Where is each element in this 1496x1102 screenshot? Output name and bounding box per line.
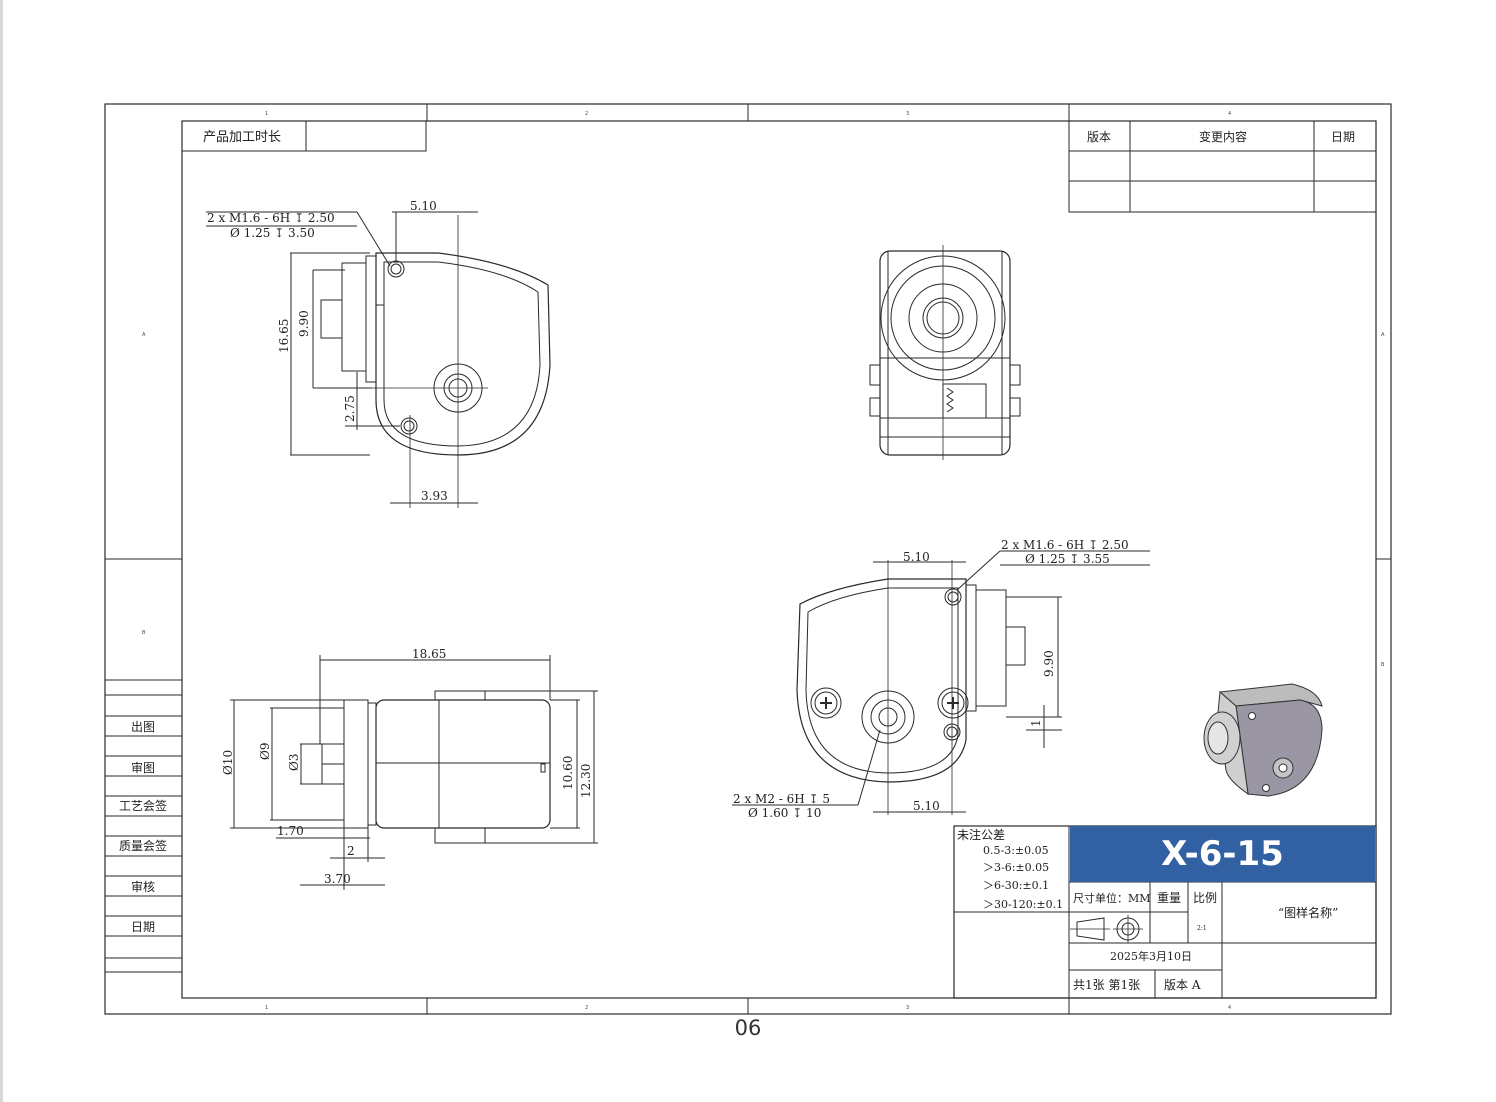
dim-diameter-10: Ø10 bbox=[221, 750, 235, 775]
signoff-process: 工艺会签 bbox=[119, 798, 167, 813]
dim-1: 1 bbox=[1029, 719, 1043, 727]
view-bottom-left bbox=[230, 655, 598, 890]
revision-header-version: 版本 bbox=[1087, 130, 1111, 144]
view-top-right-front bbox=[869, 245, 1021, 460]
side-signoff-table: 出图 审图 工艺会签 质量会签 审核 日期 bbox=[105, 679, 182, 973]
zone-labels: 1 2 3 4 1 2 3 4 A B A B bbox=[142, 111, 1385, 1011]
dim-2: 2 bbox=[347, 844, 355, 858]
dim-18-65: 18.65 bbox=[412, 647, 446, 661]
zone-top-3: 3 bbox=[906, 111, 909, 117]
weight-label: 重量 bbox=[1157, 891, 1181, 905]
signoff-quality: 质量会签 bbox=[119, 838, 167, 853]
zone-bottom-2: 2 bbox=[585, 1005, 588, 1011]
sheet-count: 共1张 第1张 bbox=[1073, 978, 1140, 992]
zone-right-b: B bbox=[1381, 662, 1385, 668]
thread-note-top-left-2: Ø 1.25 ↧ 3.50 bbox=[230, 226, 315, 240]
dim-9-90-top-left: 9.90 bbox=[297, 310, 311, 337]
view-top-left bbox=[206, 211, 551, 508]
thread-note-bottom-2: Ø 1.25 ↧ 3.55 bbox=[1025, 552, 1110, 566]
drawing-number: X-6-15 bbox=[1161, 834, 1284, 874]
zone-right-a: A bbox=[1381, 332, 1385, 338]
dim-diameter-3: Ø3 bbox=[287, 754, 301, 771]
title-block-text: 未注公差 0.5-3:±0.05 ＞3-6:±0.05 ＞6-30:±0.1 ＞… bbox=[957, 827, 1338, 992]
dim-5-10-top-left: 5.10 bbox=[410, 199, 437, 213]
signoff-date: 日期 bbox=[131, 920, 155, 934]
dim-5-10-bottom: 5.10 bbox=[913, 799, 940, 813]
drawing-frame bbox=[104, 103, 1392, 1015]
zone-left-b: B bbox=[142, 630, 146, 636]
page-number: 06 bbox=[734, 1016, 762, 1040]
zone-top-2: 2 bbox=[585, 111, 588, 117]
process-time-box: 产品加工时长 bbox=[181, 120, 427, 152]
zone-bottom-3: 3 bbox=[906, 1005, 909, 1011]
thread-note-bottom-1: 2 x M1.6 - 6H ↧ 2.50 bbox=[1001, 538, 1129, 552]
signoff-approved: 审核 bbox=[131, 879, 155, 894]
revision-header-content: 变更内容 bbox=[1199, 129, 1247, 144]
zone-top-4: 4 bbox=[1228, 111, 1231, 117]
view-bottom-middle bbox=[732, 550, 1150, 815]
scale-label: 比例 bbox=[1193, 891, 1217, 905]
dim-10-60: 10.60 bbox=[561, 756, 575, 790]
view-bottom-middle-labels: 5.10 2 x M1.6 - 6H ↧ 2.50 Ø 1.25 ↧ 3.55 … bbox=[733, 538, 1129, 820]
zone-bottom-4: 4 bbox=[1228, 1005, 1231, 1011]
view-bottom-left-labels: 18.65 Ø10 Ø9 Ø3 1.70 2 3.70 10.60 12.30 bbox=[221, 647, 593, 886]
title-block bbox=[953, 825, 1377, 999]
drawing-name: “图样名称” bbox=[1278, 905, 1338, 920]
dim-12-30: 12.30 bbox=[579, 764, 593, 798]
dim-5-10-bottom-top: 5.10 bbox=[903, 550, 930, 564]
dim-3-93: 3.93 bbox=[421, 489, 448, 503]
screw-note-1: 2 x M2 - 6H ↧ 5 bbox=[733, 792, 830, 806]
screw-note-2: Ø 1.60 ↧ 10 bbox=[748, 806, 821, 820]
drawing-date: 2025年3月10日 bbox=[1110, 949, 1192, 963]
view-top-left-labels: 2 x M1.6 - 6H ↧ 2.50 Ø 1.25 ↧ 3.50 5.10 … bbox=[207, 199, 448, 503]
scale-value: 2:1 bbox=[1197, 925, 1207, 932]
version-label: 版本 A bbox=[1164, 978, 1201, 992]
isometric-render bbox=[1203, 683, 1323, 797]
unit-label: 尺寸单位：MM bbox=[1073, 891, 1151, 905]
thread-note-top-left-1: 2 x M1.6 - 6H ↧ 2.50 bbox=[207, 211, 335, 225]
dim-9-90-bottom: 9.90 bbox=[1042, 650, 1056, 677]
tolerance-2: ＞3-6:±0.05 bbox=[983, 861, 1049, 874]
zone-bottom-1: 1 bbox=[265, 1005, 268, 1011]
tolerance-3: ＞6-30:±0.1 bbox=[983, 879, 1049, 892]
tolerance-1: 0.5-3:±0.05 bbox=[983, 844, 1049, 857]
revision-table: 版本 变更内容 日期 bbox=[1068, 120, 1377, 213]
signoff-reviewed-drawing: 审图 bbox=[131, 760, 155, 775]
dim-2-75: 2.75 bbox=[343, 395, 357, 422]
tolerance-title: 未注公差 bbox=[957, 827, 1005, 842]
revision-header-date: 日期 bbox=[1331, 130, 1355, 144]
signoff-drawn: 出图 bbox=[131, 720, 155, 734]
dim-1-70: 1.70 bbox=[277, 824, 304, 838]
zone-left-a: A bbox=[142, 332, 146, 338]
drawing-number-banner: X-6-15 bbox=[1070, 826, 1375, 882]
process-time-label: 产品加工时长 bbox=[203, 130, 281, 145]
dim-3-70: 3.70 bbox=[324, 872, 351, 886]
tolerance-4: ＞30-120:±0.1 bbox=[983, 898, 1063, 911]
dim-16-65: 16.65 bbox=[277, 319, 291, 353]
zone-top-1: 1 bbox=[265, 111, 268, 117]
page-edge bbox=[0, 0, 3, 1102]
dim-diameter-9: Ø9 bbox=[258, 743, 272, 760]
